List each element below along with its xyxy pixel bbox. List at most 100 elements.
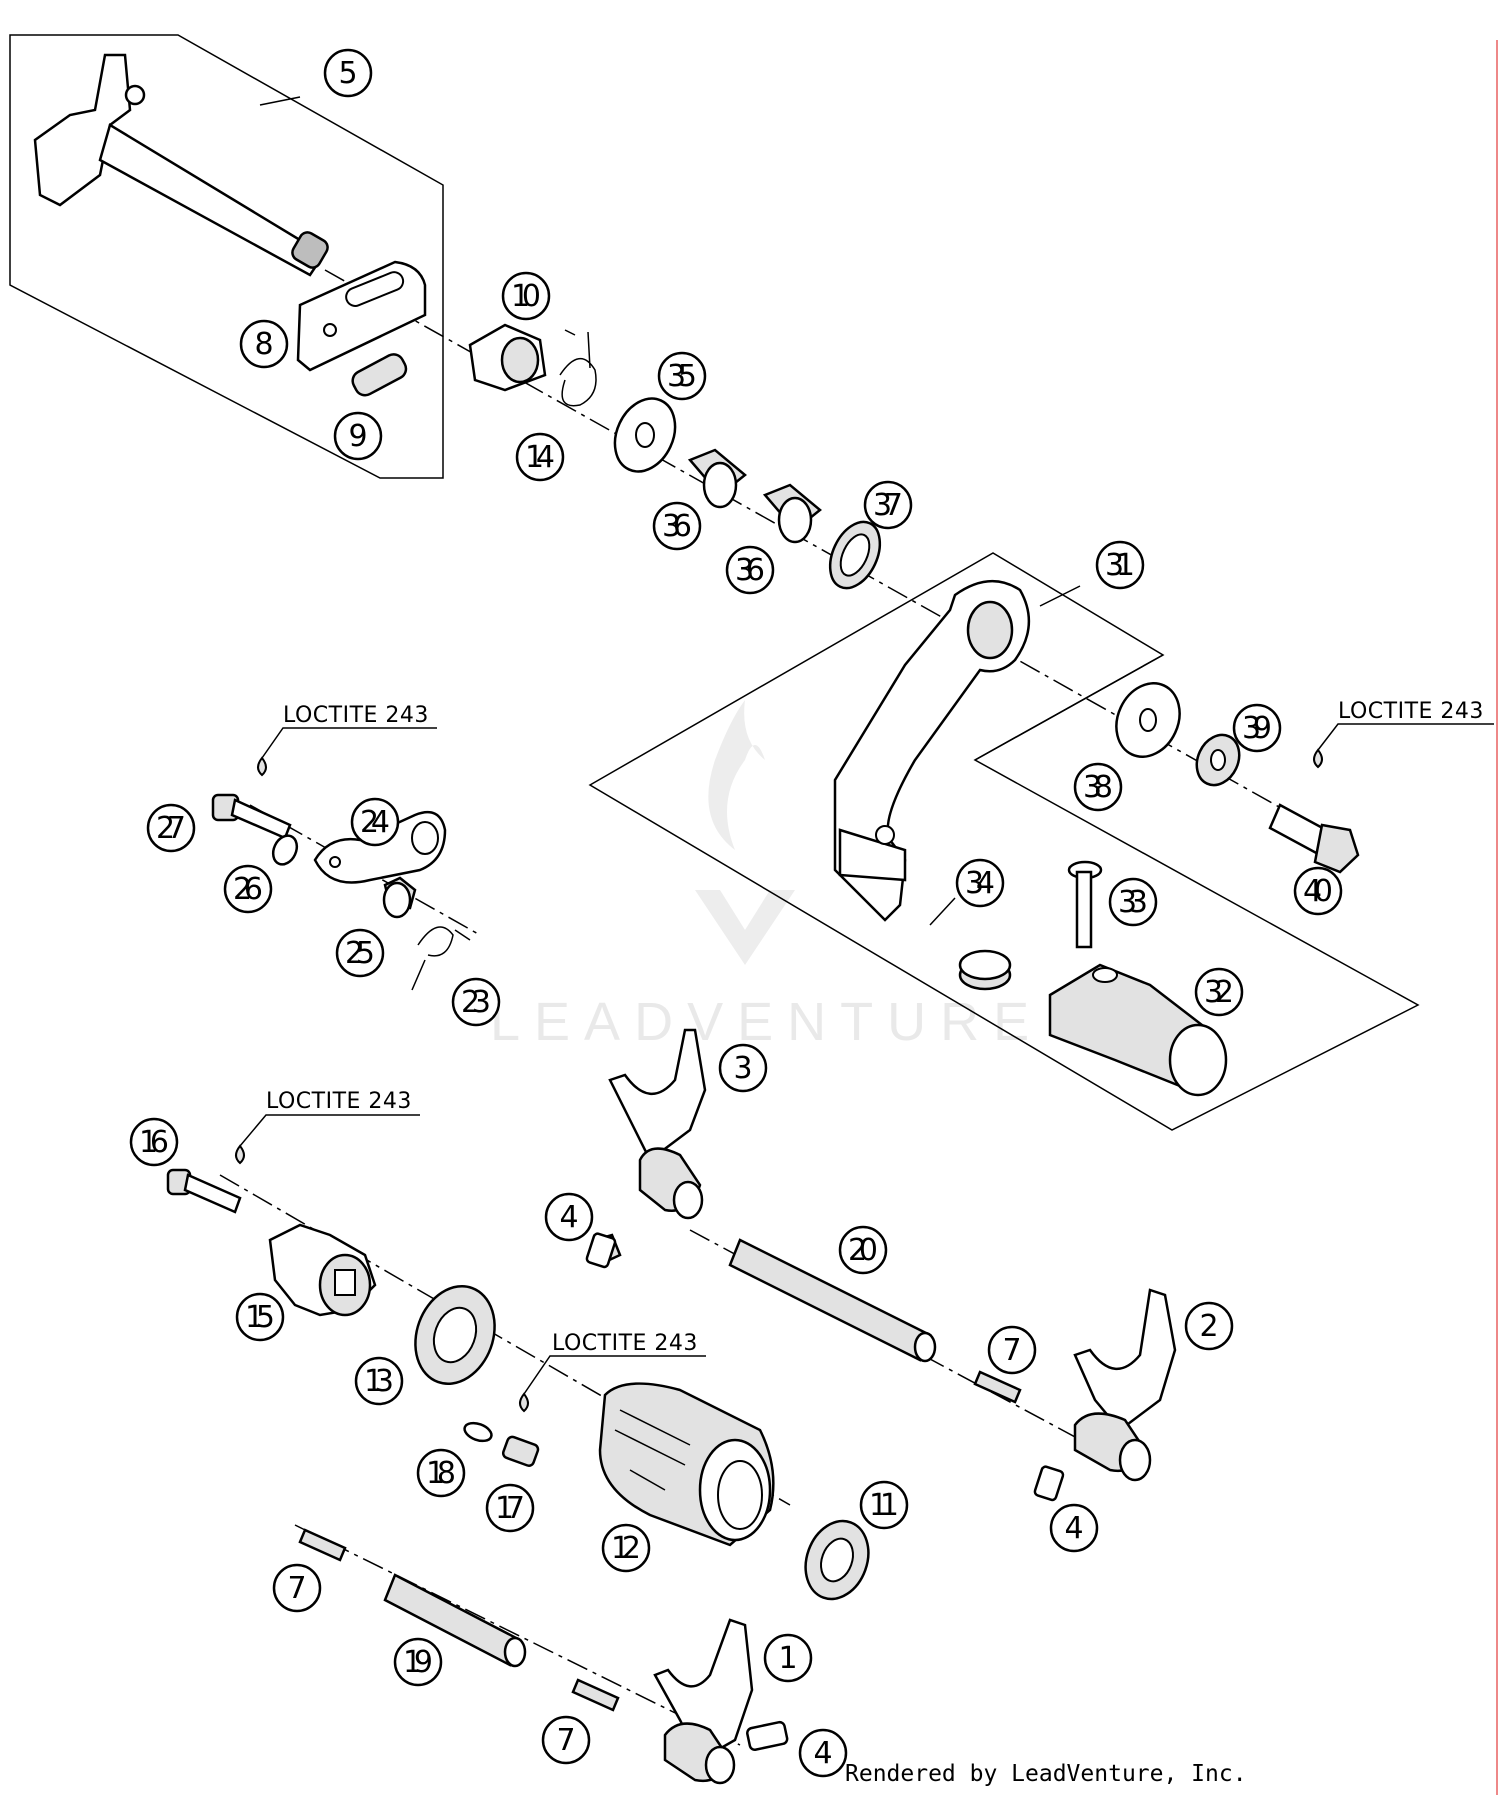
callout-number: 18 bbox=[426, 1456, 456, 1491]
part-guide-roller-4a bbox=[585, 1232, 622, 1269]
part-washer-26 bbox=[271, 834, 299, 866]
part-lever-tip-32 bbox=[1048, 963, 1228, 1097]
callout-number: 37 bbox=[873, 488, 903, 523]
callout-number: 36 bbox=[662, 509, 692, 544]
callout-circle bbox=[601, 1523, 651, 1573]
callout-c35: 35 bbox=[657, 351, 707, 401]
callout-circle bbox=[272, 1563, 322, 1613]
callout-c13: 13 bbox=[354, 1356, 404, 1406]
callout-c23: 23 bbox=[451, 977, 501, 1027]
loctite-drop-icons bbox=[235, 748, 1323, 1413]
callout-circle bbox=[863, 480, 913, 530]
callout-c39: 39 bbox=[1232, 703, 1282, 753]
part-guide-roller-4b bbox=[1033, 1465, 1065, 1502]
callout-circle bbox=[1194, 967, 1244, 1017]
callout-circle bbox=[485, 1483, 535, 1533]
callout-c7b: 7 bbox=[272, 1563, 322, 1613]
part-needle-bearing-36a bbox=[687, 448, 747, 509]
part-pin-17 bbox=[501, 1435, 540, 1467]
part-spring-7b bbox=[298, 1528, 347, 1562]
part-roller-25 bbox=[382, 876, 417, 919]
callout-circle bbox=[239, 319, 289, 369]
callout-circle bbox=[955, 858, 1005, 908]
part-fork-rail-19 bbox=[383, 1573, 527, 1668]
droplet-icon bbox=[1313, 748, 1323, 769]
callout-c31: 31 bbox=[1095, 540, 1145, 590]
part-seal-37 bbox=[828, 520, 882, 590]
callout-c5: 5 bbox=[323, 48, 373, 98]
callout-number: 11 bbox=[869, 1488, 899, 1523]
callout-number: 7 bbox=[287, 1571, 306, 1606]
part-spring-23 bbox=[411, 926, 471, 991]
callout-c7c: 7 bbox=[541, 1715, 591, 1765]
callout-number: 14 bbox=[525, 440, 555, 475]
callout-circle bbox=[541, 1715, 591, 1765]
callout-circle bbox=[335, 928, 385, 978]
callout-number: 40 bbox=[1303, 874, 1333, 909]
callout-number: 19 bbox=[403, 1645, 433, 1680]
callout-number: 27 bbox=[156, 811, 186, 846]
part-needle-bearing-36b bbox=[762, 483, 822, 544]
callout-circle bbox=[1108, 877, 1158, 927]
callout-circle bbox=[350, 797, 400, 847]
callout-circle bbox=[1232, 703, 1282, 753]
callout-circle bbox=[333, 411, 383, 461]
callout-c36a: 36 bbox=[652, 501, 702, 551]
callout-c8: 8 bbox=[239, 319, 289, 369]
callout-number: 23 bbox=[461, 985, 491, 1020]
part-bearing-13 bbox=[414, 1285, 496, 1385]
part-washer-38 bbox=[1115, 682, 1181, 758]
callout-circle bbox=[129, 1117, 179, 1167]
callout-c1: 1 bbox=[763, 1633, 813, 1683]
callout-number: 8 bbox=[254, 327, 273, 362]
callout-c19: 19 bbox=[393, 1637, 443, 1687]
callout-circle bbox=[798, 1728, 848, 1778]
render-credit: Rendered by LeadVenture, Inc. bbox=[845, 1761, 1247, 1787]
callout-number: 4 bbox=[559, 1200, 578, 1235]
callout-number: 13 bbox=[364, 1364, 394, 1399]
callout-number: 3 bbox=[733, 1051, 752, 1086]
watermark: LEADVENTURE bbox=[490, 700, 1029, 1052]
axis-fork-rail-lower bbox=[294, 1524, 741, 1746]
callout-circle bbox=[323, 48, 373, 98]
loctite-note: LOCTITE 243 bbox=[552, 1331, 698, 1356]
part-sleeve-10 bbox=[468, 323, 547, 392]
callout-c10: 10 bbox=[501, 271, 551, 321]
callout-number: 16 bbox=[139, 1125, 169, 1160]
callout-number: 36 bbox=[735, 553, 765, 588]
callout-circle bbox=[1095, 540, 1145, 590]
callout-c38: 38 bbox=[1073, 762, 1123, 812]
callout-number: 38 bbox=[1083, 770, 1113, 805]
loctite-notes: LOCTITE 243 LOCTITE 243 LOCTITE 243 LOCT… bbox=[266, 699, 1483, 1356]
callout-number: 10 bbox=[511, 279, 541, 314]
callout-circle bbox=[838, 1225, 888, 1275]
callout-c2: 2 bbox=[1184, 1301, 1234, 1351]
callout-circle bbox=[354, 1356, 404, 1406]
callout-circle bbox=[987, 1325, 1037, 1375]
part-shift-lever-31 bbox=[833, 579, 1031, 922]
callout-circle bbox=[718, 1043, 768, 1093]
callout-c32: 32 bbox=[1194, 967, 1244, 1017]
callout-number: 5 bbox=[338, 56, 357, 91]
callout-c20: 20 bbox=[838, 1225, 888, 1275]
callout-circle bbox=[1049, 1503, 1099, 1553]
callout-circle bbox=[859, 1480, 909, 1530]
part-shift-fork-1 bbox=[653, 1618, 754, 1785]
callout-number: 35 bbox=[667, 359, 697, 394]
callout-circle bbox=[652, 501, 702, 551]
callout-c14: 14 bbox=[515, 432, 565, 482]
part-drum-segment-15 bbox=[268, 1223, 377, 1317]
droplet-icon bbox=[519, 1392, 529, 1413]
callout-c36b: 36 bbox=[725, 545, 775, 595]
callout-number: 2 bbox=[1199, 1309, 1218, 1344]
part-locking-lever-24 bbox=[313, 810, 447, 884]
callout-number: 15 bbox=[245, 1300, 275, 1335]
part-shift-drum-12 bbox=[598, 1382, 775, 1547]
part-bolt-16 bbox=[166, 1168, 242, 1214]
droplet-icon bbox=[257, 756, 267, 777]
callout-c37: 37 bbox=[863, 480, 913, 530]
part-bearing-11 bbox=[804, 1519, 870, 1601]
callout-leader-lines bbox=[259, 96, 1081, 926]
callout-circle bbox=[501, 271, 551, 321]
